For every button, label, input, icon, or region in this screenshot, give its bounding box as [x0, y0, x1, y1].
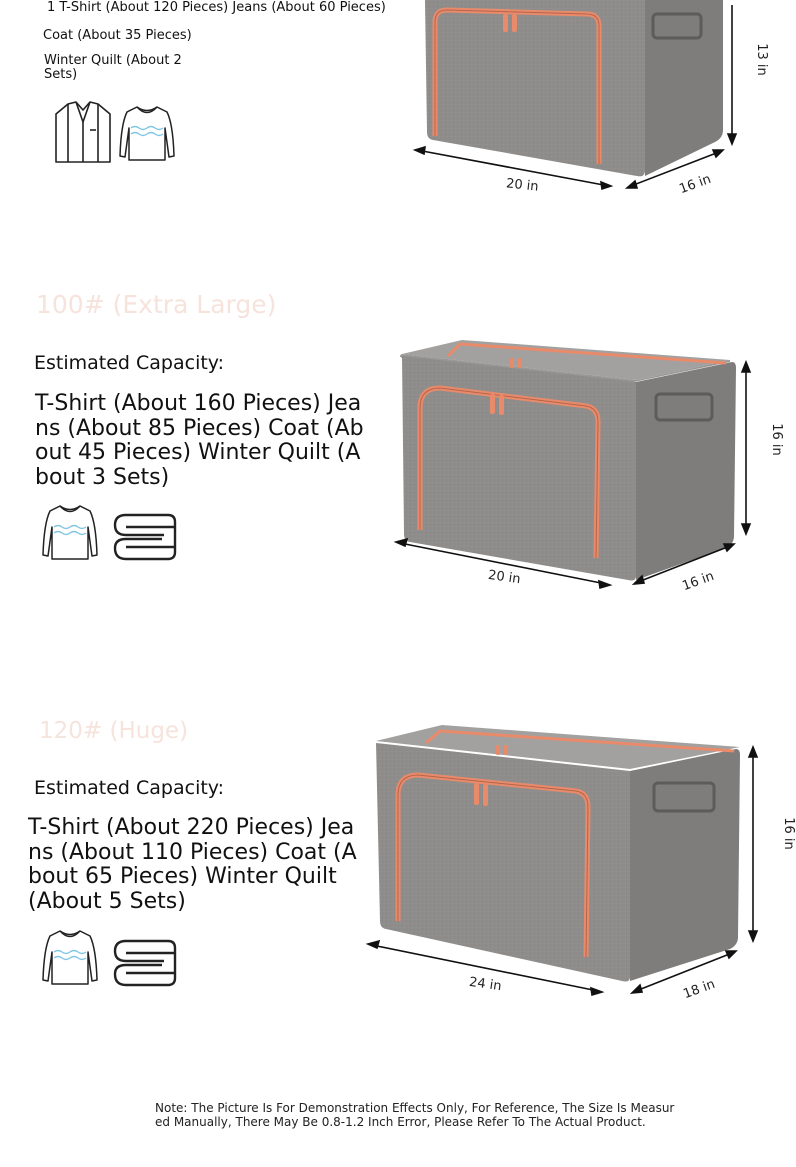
height-dimension-label: 16 in: [780, 817, 796, 850]
shirt-icon: [55, 101, 111, 163]
capacity-text-line-3: Winter Quilt (About 2 Sets): [44, 53, 182, 82]
capacity-text-line-1: 1 T-Shirt (About 120 Pieces) Jeans (Abou…: [47, 0, 386, 15]
estimated-capacity-label: Estimated Capacity:: [34, 352, 225, 374]
sweater-icon: [42, 930, 98, 985]
capacity-text-line-2: Coat (About 35 Pieces): [43, 28, 192, 43]
capacity-text: T-Shirt (About 160 Pieces) Jeans (About …: [35, 391, 364, 490]
disclaimer-note: Note: The Picture Is For Demonstration E…: [155, 1101, 675, 1129]
height-dimension-label: 16 in: [768, 423, 784, 456]
section-title-huge: 120# (Huge): [39, 718, 189, 744]
height-dimension-label: 13 in: [753, 43, 769, 76]
section-title-extra-large: 100# (Extra Large): [36, 290, 277, 319]
sweater-icon: [42, 505, 98, 560]
folded-quilt-icon: [113, 939, 177, 987]
storage-box-image-huge: [365, 725, 759, 997]
capacity-text: T-Shirt (About 220 Pieces) Jeans (About …: [28, 815, 357, 914]
storage-box-image-extra-large: [393, 340, 752, 590]
sweater-icon: [119, 106, 175, 161]
estimated-capacity-label: Estimated Capacity:: [34, 777, 225, 799]
folded-quilt-icon: [113, 513, 177, 561]
storage-box-image-small: [412, 0, 738, 191]
